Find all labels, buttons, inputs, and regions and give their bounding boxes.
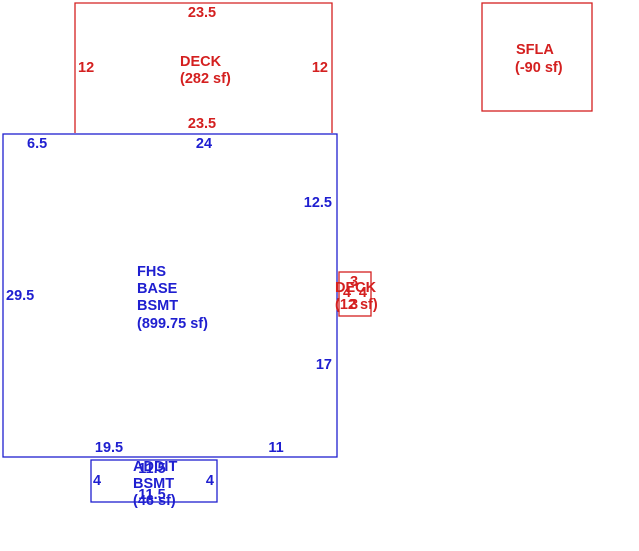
- deck-top-area-value: (282 sf): [180, 71, 231, 87]
- deck-small-label: DECK: [335, 280, 377, 296]
- deck-small-dim-top: 3: [350, 274, 358, 290]
- bsmt-dim-right-upper: 12.5: [304, 195, 332, 211]
- bsmt-dim-bottom-left: 19.5: [95, 440, 123, 456]
- deck-small-outline: [338, 271, 372, 317]
- deck-small-area: 3 4 4 3 DECK (12 sf): [335, 271, 378, 317]
- addit-bsmt-outline: [90, 459, 218, 503]
- deck-top-dim-right: 12: [312, 60, 328, 76]
- sfla-area-value: (-90 sf): [515, 60, 563, 76]
- sfla-area: SFLA (-90 sf): [481, 2, 593, 112]
- deck-small-dim-right: 4: [359, 285, 367, 301]
- addit-label-line2: BSMT: [133, 476, 174, 492]
- bsmt-dim-bottom-right: 11: [268, 440, 283, 456]
- deck-top-dim-left: 12: [78, 60, 94, 76]
- addit-dim-left: 4: [93, 473, 101, 489]
- fhs-base-bsmt-outline: [2, 133, 338, 458]
- addit-dim-top: 11.5: [138, 461, 165, 477]
- bsmt-dim-left: 29.5: [6, 288, 34, 304]
- deck-small-dim-left: 4: [343, 285, 351, 301]
- bsmt-area-value: (899.75 sf): [137, 316, 208, 332]
- fhs-base-bsmt-area: 6.5 24 12.5 29.5 17 19.5 11 FHS BASE BSM…: [2, 133, 338, 458]
- deck-top-area: 23.5 23.5 12 12 DECK (282 sf): [74, 2, 333, 133]
- bsmt-label-line1: FHS: [137, 264, 166, 280]
- addit-area-value: (46 sf): [133, 493, 176, 509]
- bsmt-dim-right-lower: 17: [316, 357, 332, 373]
- deck-small-dim-bottom: 3: [350, 297, 358, 313]
- bsmt-label-line3: BSMT: [137, 298, 178, 314]
- addit-dim-right: 4: [206, 473, 214, 489]
- deck-top-label: DECK: [180, 54, 222, 70]
- addit-bsmt-area: 11.5 11.5 4 4 ADDIT BSMT (46 sf): [90, 459, 218, 509]
- bsmt-dim-top-left: 6.5: [27, 136, 47, 152]
- addit-dim-bottom: 11.5: [138, 487, 165, 503]
- deck-top-dim-top: 23.5: [188, 5, 216, 21]
- addit-label-line1: ADDIT: [133, 459, 177, 475]
- sfla-outline: [481, 2, 593, 112]
- deck-top-outline: [74, 2, 333, 133]
- sfla-label: SFLA: [516, 42, 554, 58]
- deck-top-dim-bottom: 23.5: [188, 116, 216, 132]
- bsmt-dim-top: 24: [196, 136, 212, 152]
- bsmt-label-line2: BASE: [137, 281, 178, 297]
- deck-small-area-value: (12 sf): [335, 297, 378, 313]
